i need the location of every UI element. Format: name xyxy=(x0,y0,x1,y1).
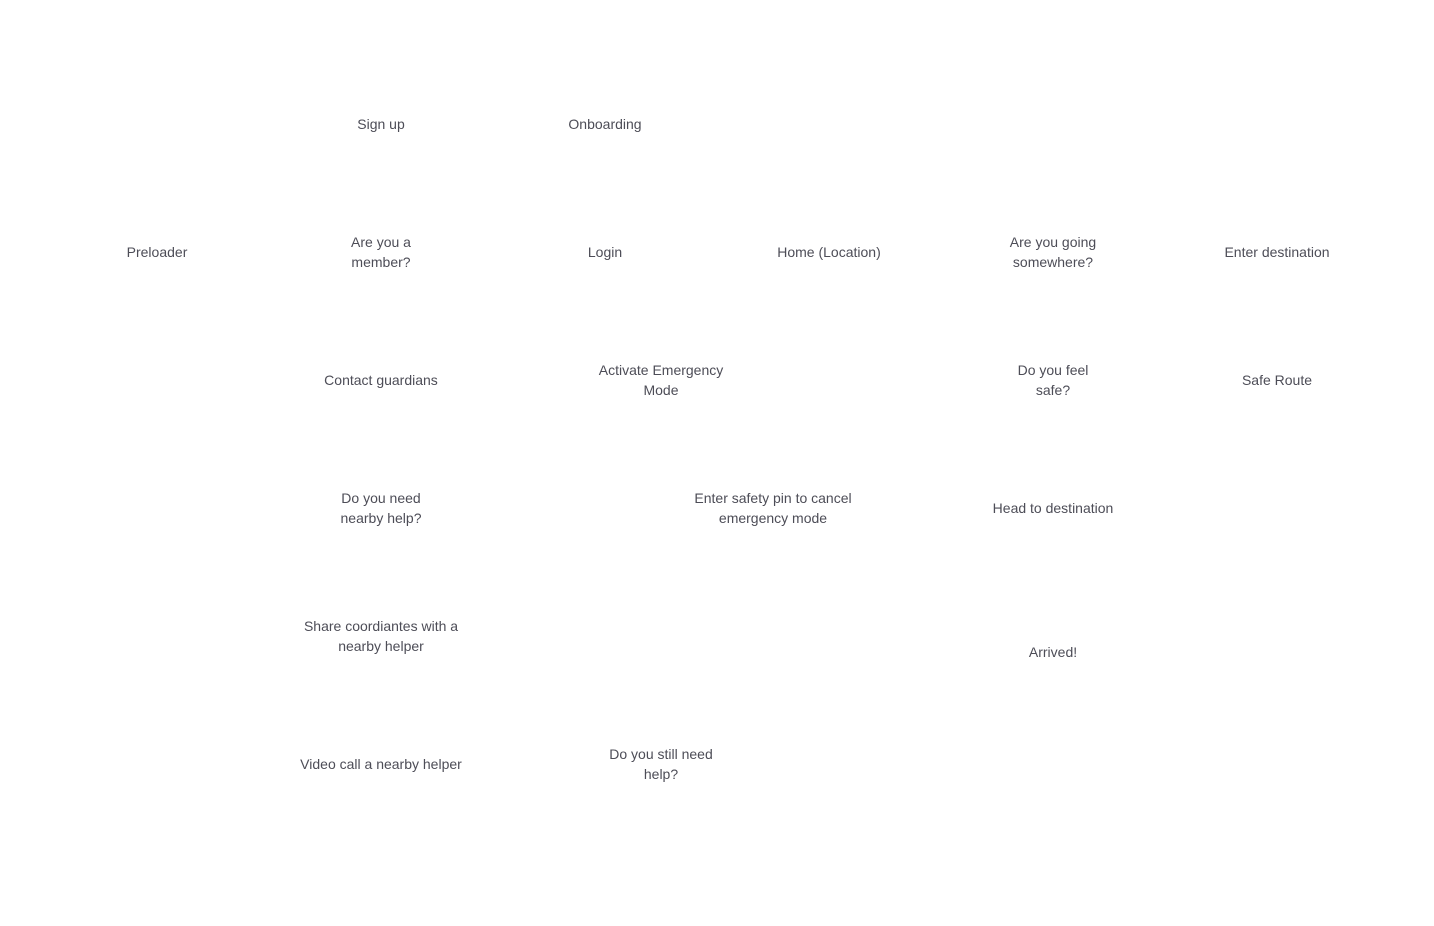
node-do-you-need-nearby-help: Do you need nearby help? xyxy=(341,488,422,528)
node-label: Sign up xyxy=(357,116,405,132)
node-label-line-2: safe? xyxy=(1035,382,1071,398)
node-label: Preloader xyxy=(126,244,188,260)
node-login: Login xyxy=(588,242,622,262)
node-label-line-2: nearby help? xyxy=(340,510,422,526)
node-label-line-2: nearby helper xyxy=(338,638,424,654)
node-label: Login xyxy=(587,244,623,260)
node-safe-route: Safe Route xyxy=(1242,370,1312,390)
node-label-line-2: somewhere? xyxy=(1012,254,1094,270)
node-label-line-2: help? xyxy=(643,766,679,782)
node-arrived: Arrived! xyxy=(1029,642,1077,662)
node-enter-safety-pin: Enter safety pin to cancel emergency mod… xyxy=(694,488,851,528)
node-label-line-2: member? xyxy=(351,254,411,270)
node-label: Contact guardians xyxy=(324,372,438,388)
node-are-you-going-somewhere: Are you going somewhere? xyxy=(1010,232,1096,272)
node-label-line-1: Activate Emergency xyxy=(598,362,724,378)
node-sign-up: Sign up xyxy=(357,114,404,134)
node-label-line-1: Enter safety pin to cancel xyxy=(694,490,852,506)
node-home-location: Home (Location) xyxy=(777,242,881,262)
node-label-line-1: Do you need xyxy=(341,490,421,506)
node-enter-destination: Enter destination xyxy=(1224,242,1329,262)
node-activate-emergency-mode: Activate Emergency Mode xyxy=(599,360,724,400)
node-onboarding: Onboarding xyxy=(568,114,641,134)
node-label-line-1: Are you going xyxy=(1009,234,1097,250)
node-label: Onboarding xyxy=(568,116,642,132)
node-label-line-1: Are you a xyxy=(351,234,411,250)
node-label: Arrived! xyxy=(1028,644,1078,660)
node-label: Video call a nearby helper xyxy=(300,756,462,772)
node-label: Home (Location) xyxy=(777,244,881,260)
node-are-you-member: Are you a member? xyxy=(351,232,411,272)
node-do-you-still-need-help: Do you still need help? xyxy=(609,744,713,784)
node-label: Safe Route xyxy=(1241,372,1313,388)
node-video-call-helper: Video call a nearby helper xyxy=(300,754,462,774)
node-label: Enter destination xyxy=(1224,244,1330,260)
node-label-line-2: emergency mode xyxy=(718,510,828,526)
node-do-you-feel-safe: Do you feel safe? xyxy=(1018,360,1089,400)
node-preloader: Preloader xyxy=(127,242,188,262)
node-label-line-1: Share coordiantes with a xyxy=(303,618,459,634)
node-head-to-destination: Head to destination xyxy=(993,498,1114,518)
node-label-line-1: Do you still need xyxy=(609,746,713,762)
node-label-line-2: Mode xyxy=(643,382,679,398)
node-share-coordinates: Share coordiantes with a nearby helper xyxy=(304,616,458,656)
node-label-line-1: Do you feel xyxy=(1017,362,1089,378)
node-label: Head to destination xyxy=(992,500,1114,516)
node-contact-guardians: Contact guardians xyxy=(324,370,438,390)
